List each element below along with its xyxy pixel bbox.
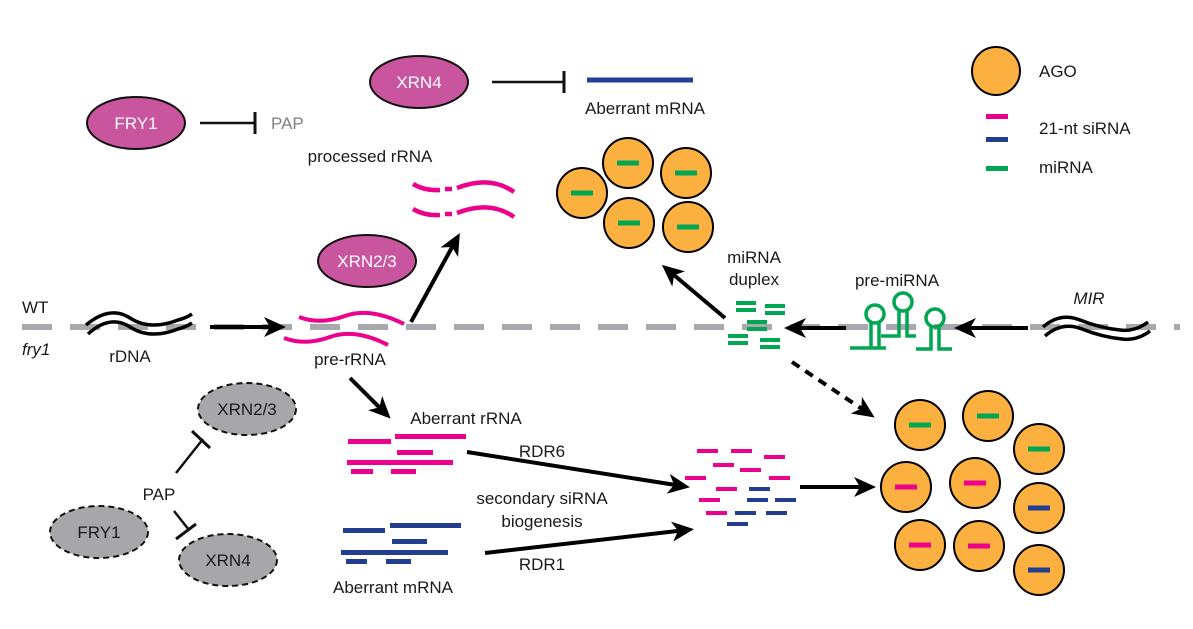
mirna-duplex-label-line1: miRNA [727, 248, 781, 267]
wt-fry1-inhibits-pap [200, 112, 257, 134]
small-rna-load [977, 413, 999, 419]
fry1-ago-6 [1013, 482, 1065, 534]
wt-aberrant-mrna-label: Aberrant mRNA [585, 99, 706, 118]
fry1-ago-1 [894, 399, 946, 451]
processed-rrna-label: processed rRNA [308, 147, 433, 166]
wt-xrn23-label: XRN2/3 [337, 252, 397, 271]
fry1-ago-5 [949, 457, 1001, 509]
rdna-double-strand [84, 311, 193, 336]
small-rna-load [571, 190, 593, 196]
wt-ago-cluster [556, 137, 714, 253]
fry1-ago-cluster [880, 390, 1065, 596]
fry1-ago-2 [962, 390, 1014, 442]
legend-mirna-label: miRNA [1039, 158, 1093, 177]
mirna-duplexes [728, 301, 785, 349]
fry1-ago-3 [1013, 423, 1065, 475]
fry1-ago-7 [894, 519, 946, 571]
small-rna-load [618, 220, 640, 226]
mir-gene-label: MIR [1073, 289, 1104, 308]
fry1-pap-label: PAP [143, 485, 176, 504]
legend-sirna-mrna-swatch [986, 137, 1008, 142]
secondary-sirna-pool [685, 449, 796, 526]
arrow-rdr6 [466, 450, 690, 494]
wt-ago-3 [660, 147, 712, 199]
arrow-pre-rrna-to-processed [409, 232, 460, 323]
legend-sirna-rrna-swatch [986, 114, 1008, 119]
small-rna-load [1028, 505, 1050, 511]
fry1-fry1-label: FRY1 [77, 523, 120, 542]
arrow-duplex-to-fry1-ago-dotted [790, 360, 875, 418]
wt-xrn23-protein: XRN2/3 [317, 234, 417, 288]
legend: AGO 21-nt siRNA miRNA [971, 46, 1131, 177]
small-rna-load [968, 543, 990, 549]
mir-double-strand [1041, 315, 1152, 342]
fry1-ago-9 [1013, 544, 1065, 596]
fry1-fry1-protein-inactive: FRY1 [49, 505, 149, 559]
fry1-xrn23-label: XRN2/3 [217, 400, 277, 419]
small-rna-load [895, 484, 917, 490]
wt-xrn4-inhibits-mrna [492, 71, 566, 93]
small-rna-load [677, 224, 699, 230]
arrow-pre-rrna-to-aberrant-rrna [348, 376, 391, 419]
rdr6-label: RDR6 [519, 442, 565, 461]
wt-xrn4-protein: XRN4 [369, 55, 469, 109]
fry1-mutant-label: fry1 [22, 340, 50, 359]
processed-rrna-strands [411, 180, 516, 219]
fry1-ago-4 [880, 461, 932, 513]
small-rna-load [617, 160, 639, 166]
arrow-duplex-to-wt-ago [661, 264, 727, 320]
wt-xrn4-label: XRN4 [396, 73, 441, 92]
wt-ago-5 [662, 201, 714, 253]
pre-mirna-label: pre-miRNA [855, 271, 940, 290]
arrow-rdr1 [484, 521, 694, 555]
small-rna-load [909, 542, 931, 548]
small-rna-load [909, 422, 931, 428]
mirna-duplex-label-line2: duplex [729, 270, 780, 289]
legend-mirna-swatch [986, 166, 1008, 171]
fry1-xrn4-protein-inactive: XRN4 [178, 533, 278, 587]
legend-ago-swatch [971, 46, 1021, 96]
legend-ago-label: AGO [1039, 62, 1077, 81]
small-rna-load [1028, 446, 1050, 452]
fry1-xrn4-label: XRN4 [205, 551, 250, 570]
small-rna-load [964, 480, 986, 486]
fry1-ago-8 [953, 520, 1005, 572]
small-rna-load [675, 170, 697, 176]
aberrant-rrna-label: Aberrant rRNA [410, 409, 522, 428]
pre-rrna-strands [283, 310, 405, 347]
wt-ago-2 [556, 167, 608, 219]
rdr1-label: RDR1 [519, 555, 565, 574]
rdna-label: rDNA [109, 347, 151, 366]
wt-fry1-label: FRY1 [114, 114, 157, 133]
small-rna-load [1028, 567, 1050, 573]
wt-ago-4 [603, 197, 655, 249]
legend-sirna-label: 21-nt siRNA [1039, 119, 1131, 138]
secondary-sirna-label-line1: secondary siRNA [476, 489, 608, 508]
wt-pap-label: PAP [271, 114, 304, 133]
pre-rrna-label: pre-rRNA [314, 350, 386, 369]
wt-fry1-protein: FRY1 [86, 96, 186, 150]
pre-mirna-hairpins [850, 291, 952, 351]
aberrant-mrna-fragments [341, 523, 461, 564]
fry1-xrn23-protein-inactive: XRN2/3 [197, 382, 297, 436]
wt-label: WT [22, 298, 48, 317]
pap-inhibits-xrn4 [173, 510, 197, 541]
pap-inhibits-xrn23 [175, 429, 212, 474]
secondary-sirna-label-line2: biogenesis [501, 512, 582, 531]
wt-ago-1 [602, 137, 654, 189]
aberrant-rrna-fragments [347, 434, 466, 474]
fry1-aberrant-mrna-label: Aberrant mRNA [333, 578, 454, 597]
